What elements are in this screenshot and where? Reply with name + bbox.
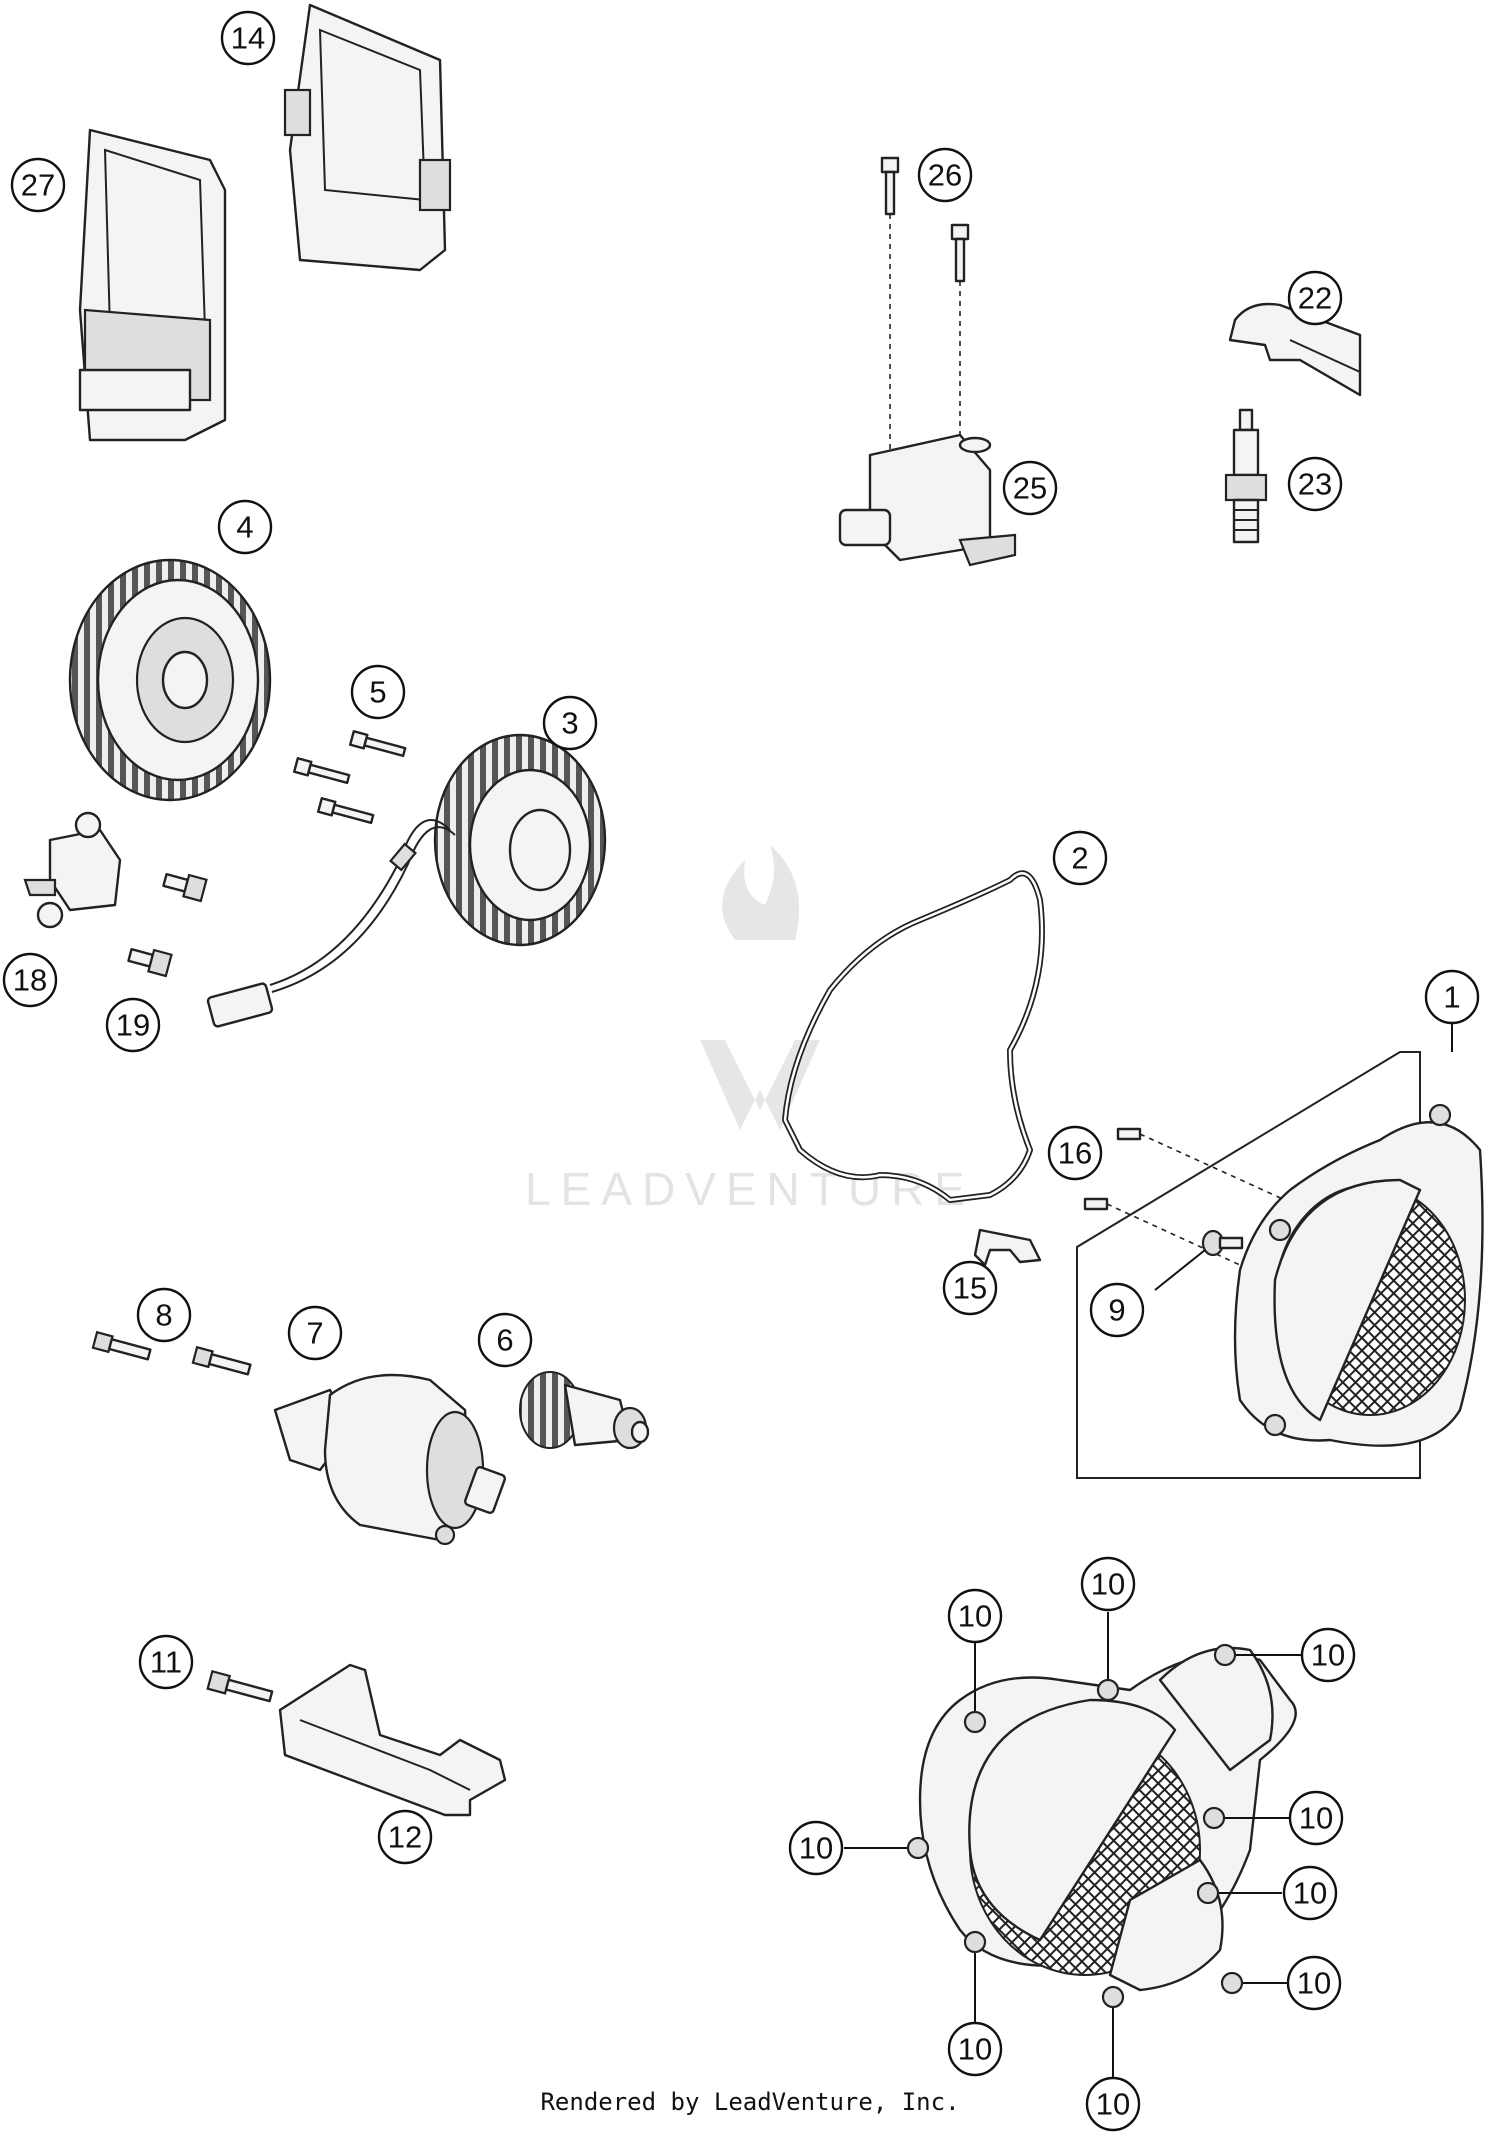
svg-text:5: 5 (369, 675, 386, 710)
callout-10: 10 (1282, 1865, 1338, 1921)
bolts-8 (91, 1330, 252, 1376)
svg-text:10: 10 (1293, 1876, 1327, 1911)
callout-10: 10 (947, 2021, 1003, 2077)
svg-text:10: 10 (958, 1599, 992, 1634)
ignition-cover-1 (1233, 1103, 1484, 1447)
callout-leaders (844, 1249, 1303, 2078)
svg-text:6: 6 (496, 1323, 513, 1358)
callout-19: 19 (105, 997, 161, 1053)
svg-text:27: 27 (21, 168, 55, 203)
ecu-unit-14 (283, 3, 452, 272)
callout-5: 5 (350, 664, 406, 720)
stator-3 (206, 733, 607, 1028)
callout-3: 3 (542, 695, 598, 751)
svg-text:2: 2 (1071, 841, 1088, 876)
watermark: LEADVENTURE (525, 845, 975, 1215)
callout-7: 7 (287, 1305, 343, 1361)
callout-2: 2 (1052, 830, 1108, 886)
svg-text:18: 18 (13, 963, 47, 998)
callout-12: 12 (377, 1809, 433, 1865)
watermark-text: LEADVENTURE (525, 1163, 975, 1215)
svg-text:9: 9 (1108, 1293, 1125, 1328)
sensor-18 (23, 811, 122, 929)
callout-1: 1 (1424, 969, 1480, 1025)
callout-10: 10 (947, 1588, 1003, 1644)
svg-text:14: 14 (231, 21, 265, 56)
svg-text:8: 8 (155, 1298, 172, 1333)
callout-14: 14 (220, 10, 276, 66)
callout-27: 27 (10, 157, 66, 213)
callout-10: 10 (1288, 1790, 1344, 1846)
callout-11: 11 (138, 1634, 194, 1690)
callout-22: 22 (1287, 270, 1343, 326)
svg-text:3: 3 (561, 706, 578, 741)
ignition-coil-25 (838, 433, 1017, 567)
callout-26: 26 (917, 147, 973, 203)
starter-drive-6 (519, 1371, 650, 1450)
callout-10: 10 (1085, 2076, 1141, 2132)
svg-text:15: 15 (953, 1271, 987, 1306)
svg-text:10: 10 (799, 1831, 833, 1866)
callout-9: 9 (1089, 1282, 1145, 1338)
clip-15 (973, 1228, 1042, 1267)
svg-text:11: 11 (150, 1645, 182, 1680)
svg-text:10: 10 (958, 2032, 992, 2067)
spark-plug-23 (1224, 408, 1268, 544)
svg-text:12: 12 (388, 1820, 422, 1855)
callout-10: 10 (1286, 1955, 1342, 2011)
callout-10: 10 (788, 1820, 844, 1876)
ecu-unit-27 (78, 128, 227, 442)
spark-plug-cap-22 (1228, 302, 1362, 397)
callout-23: 23 (1287, 456, 1343, 512)
svg-text:4: 4 (236, 510, 253, 545)
bolts-10 (906, 1643, 1244, 2009)
callout-6: 6 (477, 1312, 533, 1368)
svg-text:10: 10 (1297, 1966, 1331, 2001)
render-credit: Rendered by LeadVenture, Inc. (540, 2088, 960, 2116)
seal-9 (1201, 1229, 1244, 1257)
svg-text:10: 10 (1299, 1801, 1333, 1836)
svg-text:10: 10 (1091, 1567, 1125, 1602)
svg-text:1: 1 (1443, 980, 1460, 1015)
svg-text:23: 23 (1298, 467, 1332, 502)
callout-16: 16 (1047, 1125, 1103, 1181)
callout-15: 15 (942, 1260, 998, 1316)
flywheel-4 (68, 558, 272, 802)
svg-text:22: 22 (1298, 281, 1332, 316)
bolt-11 (206, 1669, 274, 1703)
starter-motor-7 (273, 1373, 507, 1546)
svg-text:25: 25 (1013, 471, 1047, 506)
bolts-19 (127, 873, 208, 978)
svg-text:16: 16 (1058, 1136, 1092, 1171)
callout-8: 8 (136, 1287, 192, 1343)
guard-12 (278, 1663, 507, 1817)
callout-25: 25 (1002, 460, 1058, 516)
callout-10: 10 (1300, 1627, 1356, 1683)
bolts-5 (292, 730, 407, 825)
svg-text:10: 10 (1311, 1638, 1345, 1673)
svg-text:19: 19 (116, 1008, 150, 1043)
svg-text:26: 26 (928, 158, 962, 193)
svg-text:10: 10 (1096, 2087, 1130, 2122)
callout-4: 4 (217, 499, 273, 555)
svg-text:7: 7 (306, 1316, 323, 1351)
cover-gasket-2 (782, 870, 1045, 1203)
callout-18: 18 (2, 952, 58, 1008)
bolt-26 (880, 156, 970, 450)
callout-10: 10 (1080, 1556, 1136, 1612)
